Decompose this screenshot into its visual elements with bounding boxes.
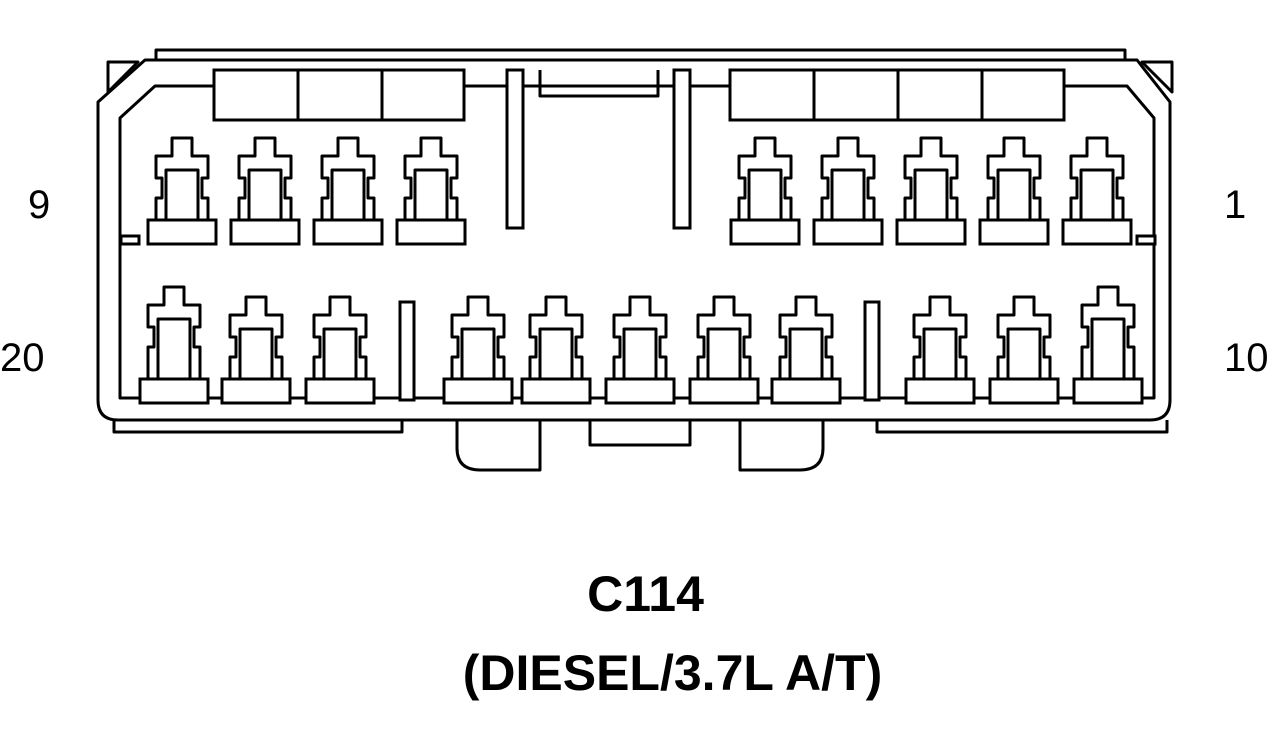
pin-cavity	[978, 136, 1050, 246]
bottom-flange-left	[112, 420, 404, 434]
pin-cavity	[520, 295, 592, 405]
pin-label-bottom-left: 20	[0, 336, 45, 380]
pin-cavity	[312, 136, 384, 246]
top-tab	[212, 68, 300, 122]
pin-label-bottom-right: 10	[1224, 336, 1269, 380]
connector-name: C114	[587, 566, 704, 622]
pin-cavity	[304, 295, 376, 405]
latch-arm-left	[505, 68, 525, 230]
pin-cavity	[770, 295, 842, 405]
pin-cavity	[988, 295, 1060, 405]
pin-label-top-right: 1	[1224, 183, 1246, 227]
top-row-cavities	[146, 136, 1133, 246]
bottom-row-cavities	[138, 285, 1144, 405]
key-center	[588, 420, 692, 447]
pin-cavity	[220, 295, 292, 405]
latch-window	[538, 70, 660, 98]
pin-cavity	[229, 136, 301, 246]
left-shoulder	[106, 60, 140, 94]
pin-cavity	[904, 295, 976, 405]
pin-cavity	[604, 295, 676, 405]
top-tabs	[212, 68, 1066, 122]
bottom-flange-right	[875, 420, 1169, 434]
pin-cavity	[138, 285, 210, 405]
key-left	[455, 420, 542, 472]
top-tab	[896, 68, 984, 122]
pin-cavity	[1061, 136, 1133, 246]
row-separator-right	[863, 300, 881, 402]
top-tab	[812, 68, 900, 122]
top-tab	[380, 68, 466, 122]
row-separator-left	[398, 300, 416, 402]
detent-right	[1135, 234, 1157, 246]
top-tab	[296, 68, 384, 122]
pin-cavity	[146, 136, 218, 246]
connector-housing	[96, 58, 1172, 422]
top-tab	[728, 68, 816, 122]
right-shoulder	[1140, 60, 1174, 94]
pin-cavity	[1072, 285, 1144, 405]
pin-cavity	[812, 136, 884, 246]
connector-inner-wall	[118, 84, 1156, 400]
key-right	[738, 420, 825, 472]
pin-cavity	[688, 295, 760, 405]
detent-left	[119, 234, 141, 246]
top-tab	[980, 68, 1066, 122]
pin-cavity	[395, 136, 467, 246]
pin-cavity	[895, 136, 967, 246]
pin-label-top-left: 9	[28, 183, 50, 227]
top-rail	[154, 48, 1127, 60]
pin-cavity	[729, 136, 801, 246]
pin-cavity	[442, 295, 514, 405]
latch-arm-right	[672, 68, 692, 230]
connector-variant: (DIESEL/3.7L A/T)	[462, 645, 883, 701]
